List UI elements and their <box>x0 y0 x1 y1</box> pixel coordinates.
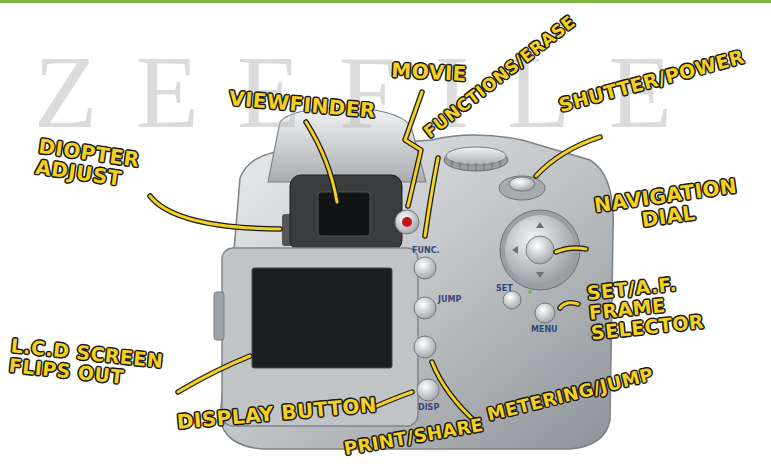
set-button <box>503 291 521 309</box>
lcd-hinge <box>214 292 224 340</box>
part-label: DIOPTER ADJUST <box>34 136 159 194</box>
top-rule <box>0 0 771 3</box>
viewfinder-window <box>318 192 370 236</box>
dial-ridges <box>452 160 500 171</box>
part-label: SET/A.F. FRAME SELECTOR <box>586 269 731 343</box>
eyepiece-cup <box>290 175 402 251</box>
lcd-screen <box>252 268 392 368</box>
status-led <box>528 290 532 294</box>
nav-center <box>526 236 554 264</box>
print-button <box>414 336 436 358</box>
button-marking: MENU <box>531 326 558 334</box>
part-label: MOVIE <box>391 60 467 85</box>
shutter-ring <box>499 176 545 200</box>
disp-button <box>417 379 439 401</box>
menu-button <box>535 303 555 323</box>
button-marking: JUMP <box>438 296 461 304</box>
func-button <box>414 257 436 279</box>
part-label: L.C.D SCREEN FLIPS OUT <box>8 336 181 393</box>
mode-dial-top <box>446 147 506 165</box>
part-label: NAVIGATION DIAL <box>590 175 744 237</box>
button-marking: FUNC. <box>412 247 440 255</box>
shutter-button <box>509 177 535 191</box>
movie-dot <box>402 217 412 227</box>
jump-button <box>414 297 436 319</box>
movie-button <box>395 210 419 234</box>
button-marking: SET <box>496 285 513 293</box>
button-marking: DISP <box>418 404 439 412</box>
